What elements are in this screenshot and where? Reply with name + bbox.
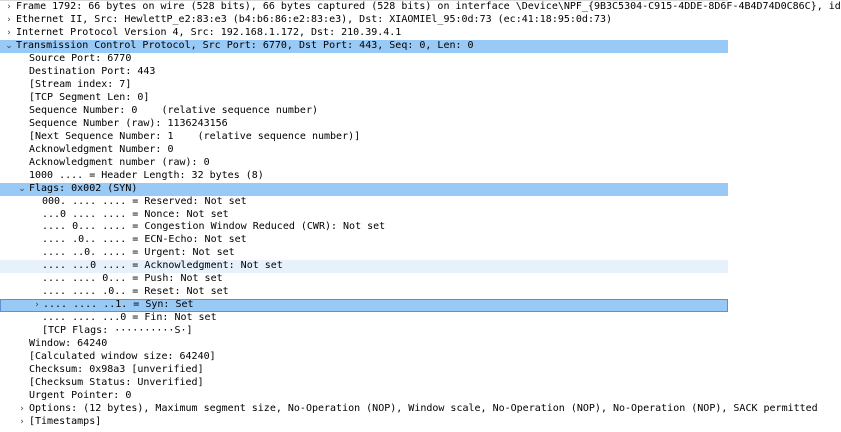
tree-row[interactable]: Sequence Number (raw): 1136243156	[0, 118, 728, 131]
tree-row-label: Acknowledgment Number: 0	[29, 143, 174, 155]
tree-row-label: .... ...0 .... = Acknowledgment: Not set	[42, 260, 283, 272]
chevron-right-icon[interactable]: ›	[20, 417, 24, 427]
tree-row[interactable]: ⌄Transmission Control Protocol, Src Port…	[0, 39, 728, 53]
tree-row-label: Frame 1792: 66 bytes on wire (528 bits),…	[16, 1, 841, 12]
tree-row[interactable]: [Calculated window size: 64240]	[0, 351, 728, 364]
tree-row-label: 1000 .... = Header Length: 32 bytes (8)	[29, 169, 264, 181]
tree-row[interactable]: .... 0... .... = Congestion Window Reduc…	[0, 221, 728, 234]
chevron-down-icon[interactable]: ⌄	[18, 183, 26, 194]
tree-row-label: .... ..0. .... = Urgent: Not set	[42, 247, 235, 259]
tree-row-label: .... .... ..1. = Syn: Set	[43, 299, 194, 311]
tree-row-label: .... .... .0.. = Reset: Not set	[42, 286, 229, 298]
tree-row-label: Flags: 0x002 (SYN)	[29, 182, 138, 194]
tree-row-label: [Stream index: 7]	[29, 78, 132, 90]
tree-row[interactable]: [TCP Flags: ··········S·]	[0, 325, 728, 338]
tree-row-label: [TCP Segment Len: 0]	[29, 91, 150, 103]
tree-row-label: Ethernet II, Src: HewlettP_e2:83:e3 (b4:…	[16, 13, 613, 25]
tree-row[interactable]: Acknowledgment Number: 0	[0, 144, 728, 157]
tree-row[interactable]: ⌄Flags: 0x002 (SYN)	[0, 182, 728, 196]
tree-row[interactable]: .... ..0. .... = Urgent: Not set	[0, 247, 728, 260]
tree-row-label: ...0 .... .... = Nonce: Not set	[42, 208, 229, 220]
tree-row-label: Sequence Number (raw): 1136243156	[29, 117, 228, 129]
tree-row-label: [Calculated window size: 64240]	[29, 351, 216, 363]
tree-row-label: .... .0.. .... = ECN-Echo: Not set	[42, 234, 247, 246]
chevron-right-icon[interactable]: ›	[7, 27, 11, 38]
tree-row-label: Urgent Pointer: 0	[29, 390, 132, 402]
tree-row[interactable]: › Options: (12 bytes), Maximum segment si…	[0, 403, 818, 416]
tree-row[interactable]: Urgent Pointer: 0	[0, 390, 728, 403]
tree-row[interactable]: [Checksum Status: Unverified]	[0, 377, 728, 390]
tree-row-label: Acknowledgment number (raw): 0	[29, 156, 210, 168]
tree-row-label: 000. .... .... = Reserved: Not set	[42, 195, 247, 207]
tree-row[interactable]: ...0 .... .... = Nonce: Not set	[0, 209, 728, 222]
tree-row[interactable]: Acknowledgment number (raw): 0	[0, 157, 728, 170]
tree-row[interactable]: Sequence Number: 0 (relative sequence nu…	[0, 105, 728, 118]
chevron-right-icon[interactable]: ›	[7, 2, 11, 12]
tree-row[interactable]: .... ...0 .... = Acknowledgment: Not set	[0, 260, 728, 274]
tree-row[interactable]: › Frame 1792: 66 bytes on wire (528 bits)…	[0, 1, 841, 14]
tree-row[interactable]: › Internet Protocol Version 4, Src: 192.1…	[0, 27, 728, 40]
tree-row-label: [Timestamps]	[29, 416, 102, 427]
tree-row[interactable]: › .... .... ..1. = Syn: Set	[0, 299, 728, 313]
tree-row[interactable]: Destination Port: 443	[0, 66, 728, 79]
chevron-down-icon[interactable]: ⌄	[5, 40, 13, 51]
tree-row-label: .... 0... .... = Congestion Window Reduc…	[42, 221, 386, 233]
tree-row-label: Internet Protocol Version 4, Src: 192.16…	[16, 26, 402, 38]
tree-row[interactable]: › Ethernet II, Src: HewlettP_e2:83:e3 (b4…	[0, 14, 728, 27]
tree-row-label: [TCP Flags: ··········S·]	[42, 325, 193, 337]
tree-row-label: [Checksum Status: Unverified]	[29, 377, 204, 389]
tree-row[interactable]: [Next Sequence Number: 1 (relative seque…	[0, 131, 728, 144]
tree-row[interactable]: [TCP Segment Len: 0]	[0, 92, 728, 105]
tree-row[interactable]: › [Timestamps]	[0, 416, 728, 429]
tree-row-label: Destination Port: 443	[29, 65, 156, 77]
tree-row-label: Options: (12 bytes), Maximum segment siz…	[29, 403, 818, 415]
tree-row[interactable]: 1000 .... = Header Length: 32 bytes (8)	[0, 170, 728, 183]
tree-row-label: Sequence Number: 0 (relative sequence nu…	[29, 104, 318, 116]
tree-row[interactable]: Window: 64240	[0, 338, 728, 351]
tree-row[interactable]: 000. .... .... = Reserved: Not set	[0, 196, 728, 209]
chevron-right-icon[interactable]: ›	[35, 300, 39, 311]
tree-row[interactable]: .... .... ...0 = Fin: Not set	[0, 312, 728, 325]
tree-row-label: Source Port: 6770	[29, 52, 132, 64]
tree-row[interactable]: .... .... .0.. = Reset: Not set	[0, 286, 728, 299]
tree-row[interactable]: Checksum: 0x98a3 [unverified]	[0, 364, 728, 377]
chevron-right-icon[interactable]: ›	[7, 14, 11, 25]
tree-row-label: Window: 64240	[29, 338, 108, 350]
tree-row-label: Transmission Control Protocol, Src Port:…	[16, 39, 474, 51]
tree-row-label: .... .... ...0 = Fin: Not set	[42, 312, 217, 324]
tree-row[interactable]: [Stream index: 7]	[0, 79, 728, 92]
tree-row-label: Checksum: 0x98a3 [unverified]	[29, 364, 204, 376]
tree-row-label: [Next Sequence Number: 1 (relative seque…	[29, 130, 361, 142]
tree-row[interactable]: Source Port: 6770	[0, 53, 728, 66]
tree-row-label: .... .... 0... = Push: Not set	[42, 273, 223, 285]
tree-row[interactable]: .... .... 0... = Push: Not set	[0, 273, 728, 286]
chevron-right-icon[interactable]: ›	[20, 404, 24, 415]
tree-row[interactable]: .... .0.. .... = ECN-Echo: Not set	[0, 234, 728, 247]
